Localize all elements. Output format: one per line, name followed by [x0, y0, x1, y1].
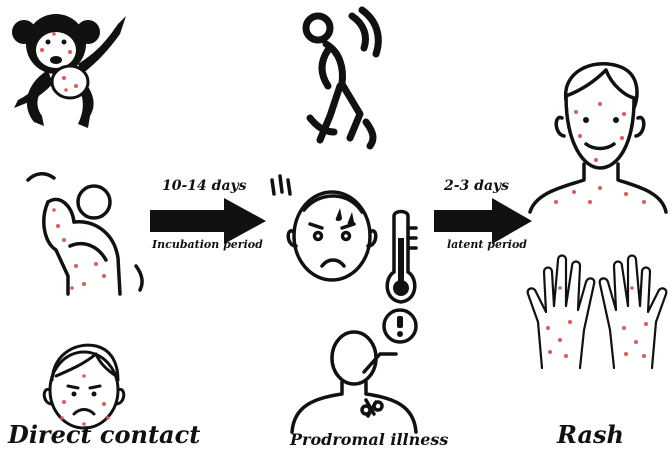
incubation-duration: 10-14 days: [162, 178, 247, 194]
thermometer-icon: [378, 208, 424, 308]
hands-with-rash-icon: [520, 252, 670, 370]
sick-face-icon: [264, 170, 394, 290]
incubation-period-label: Incubation period: [152, 238, 263, 251]
swollen-lymph-node-person-icon: [284, 306, 434, 434]
monkey-icon: [8, 4, 138, 134]
feverish-walking-person-icon: [290, 6, 390, 151]
latent-period-label: latent period: [447, 238, 527, 251]
caption-prodromal-illness: Prodromal illness: [290, 430, 448, 449]
person-with-rash-icon: [526, 56, 668, 216]
caption-rash: Rash: [557, 420, 624, 449]
scratching-person-icon: [14, 166, 154, 296]
latent-duration: 2-3 days: [444, 178, 509, 194]
caption-direct-contact: Direct contact: [8, 420, 200, 449]
